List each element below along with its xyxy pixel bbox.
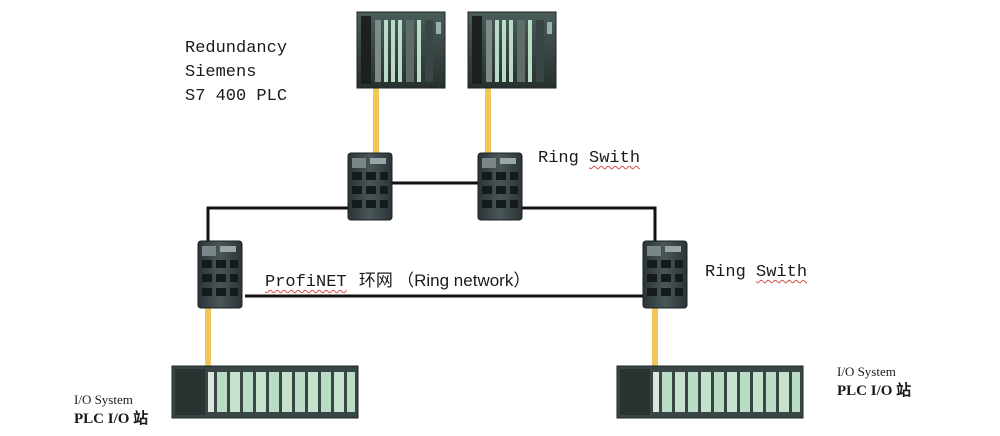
fiber-cables xyxy=(205,88,658,368)
io-left-line2: PLC I/O 站 xyxy=(74,411,149,427)
ring-switch-right-word1: Ring xyxy=(705,263,746,282)
io-right-line1: I/O System xyxy=(837,364,896,379)
ring-network-cn: 环网 xyxy=(358,271,393,290)
io-rack-right xyxy=(616,365,804,419)
plc-label-line3: S7 400 PLC xyxy=(185,87,288,106)
plc-rack-1 xyxy=(356,11,446,89)
plc-label-line2: Siemens xyxy=(185,63,257,82)
io-left-label: I/O System PLC I/O 站 xyxy=(74,392,148,430)
io-left-line1: I/O System xyxy=(74,392,133,407)
cable-right-loop xyxy=(520,206,657,250)
ring-network-prefix: ProfiNET xyxy=(265,273,347,292)
ring-switch-3 xyxy=(197,240,243,309)
ring-switch-right-word2: Swith xyxy=(756,263,808,282)
ring-switch-top-word1: Ring xyxy=(538,149,579,168)
ring-switch-1 xyxy=(347,152,393,221)
ring-switch-top-word2: Swith xyxy=(589,149,641,168)
ring-switch-4 xyxy=(642,240,688,309)
ring-switch-top-label: Ring Swith xyxy=(538,147,640,171)
io-right-line2: PLC I/O 站 xyxy=(837,383,912,399)
plc-label: Redundancy Siemens S7 400 PLC xyxy=(185,37,287,109)
ring-network-en: （Ring network） xyxy=(397,271,531,290)
plc-label-line1: Redundancy xyxy=(185,39,288,58)
ring-network-label: ProfiNET 环网 （Ring network） xyxy=(265,269,530,295)
ethernet-ring-cables xyxy=(206,181,657,298)
plc-rack-2 xyxy=(467,11,557,89)
cable-left-loop xyxy=(206,206,350,250)
io-right-label: I/O System PLC I/O 站 xyxy=(837,364,911,402)
io-rack-left xyxy=(171,365,359,419)
ring-switch-right-label: Ring Swith xyxy=(705,261,807,285)
ring-switch-2 xyxy=(477,152,523,221)
